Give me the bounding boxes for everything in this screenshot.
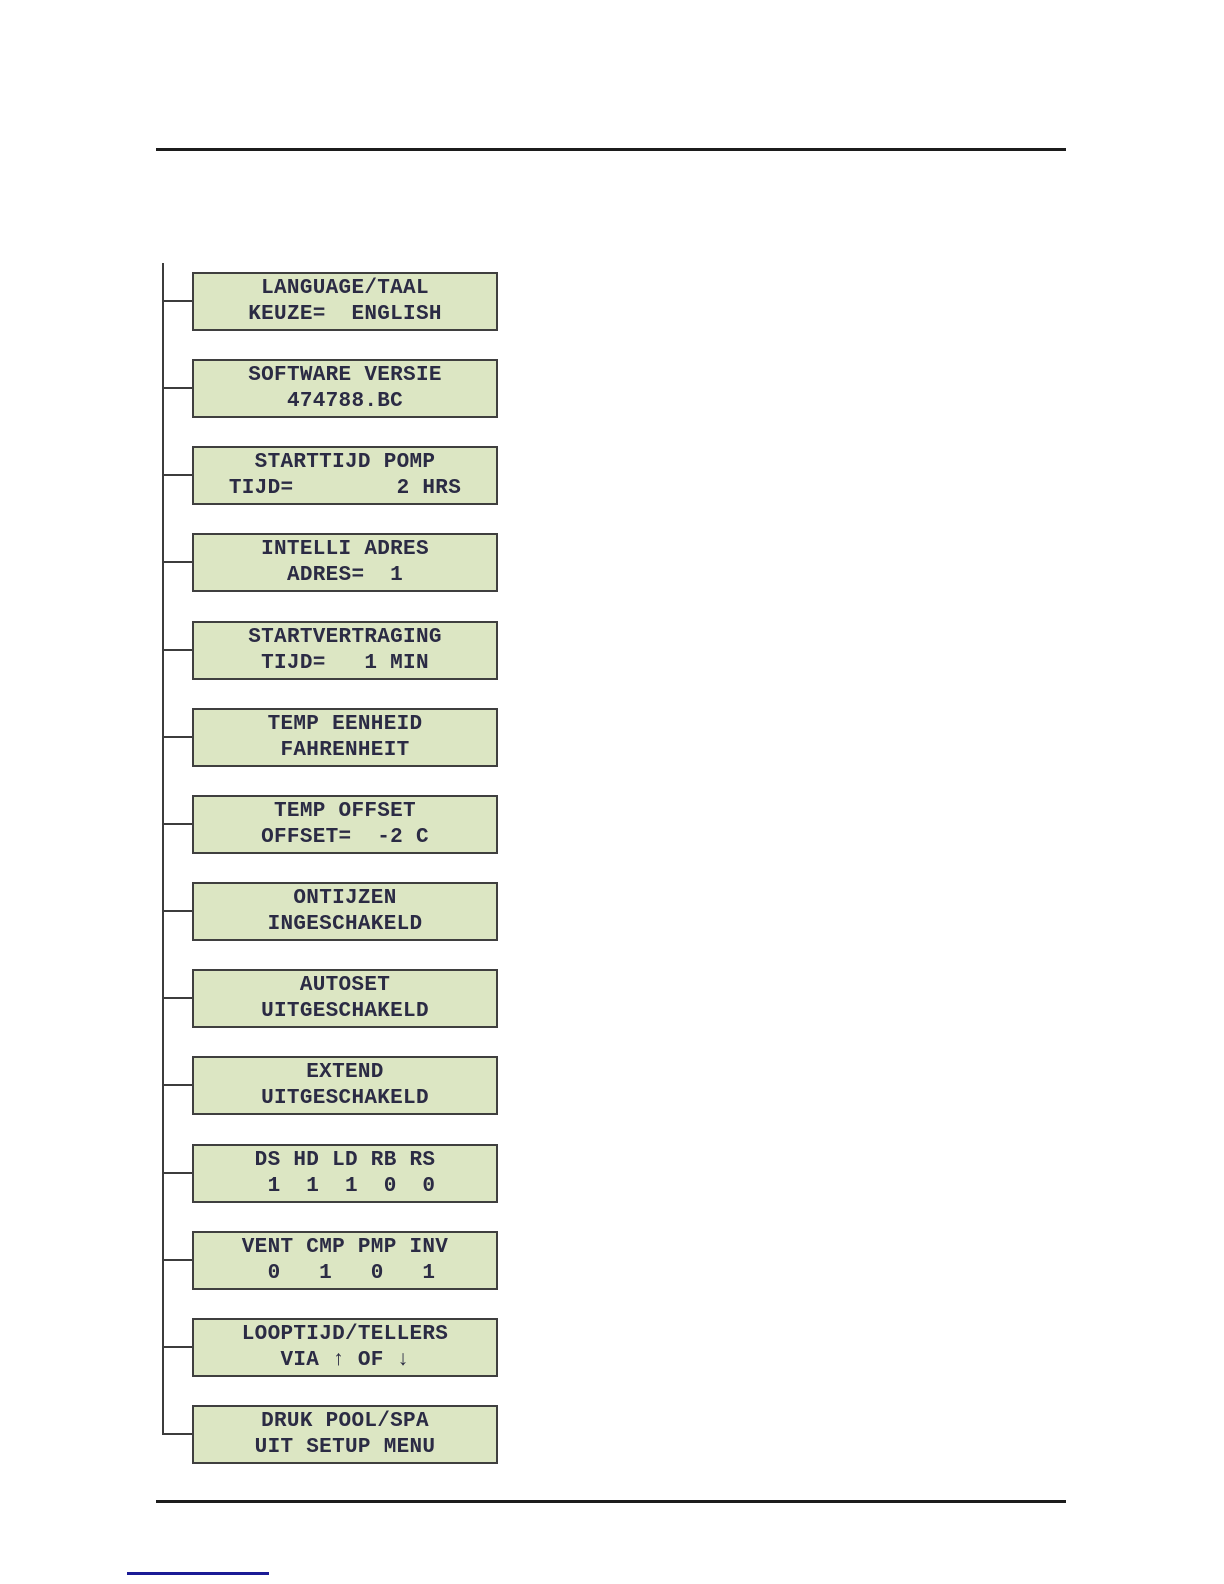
lcd-line-2: FAHRENHEIT <box>280 738 410 762</box>
lcd-line-1: LOOPTIJD/TELLERS <box>241 1322 449 1346</box>
lcd-line-1: SOFTWARE VERSIE <box>248 363 442 387</box>
lcd-line-2: TIJD= 2 HRS <box>228 476 462 500</box>
connector-trunk-line <box>162 263 164 1435</box>
lcd-line-2: INGESCHAKELD <box>267 912 423 936</box>
lcd-menu-screen-box: VENT CMP PMP INV 0 1 0 1 <box>192 1231 498 1290</box>
footer-link-underline[interactable] <box>127 1572 269 1575</box>
connector-stub <box>162 649 193 651</box>
bottom-horizontal-rule <box>156 1500 1066 1503</box>
connector-stub <box>162 1084 193 1086</box>
lcd-line-2: UITGESCHAKELD <box>261 1086 429 1110</box>
lcd-line-2: UIT SETUP MENU <box>254 1435 436 1459</box>
lcd-line-2: UITGESCHAKELD <box>261 999 429 1023</box>
connector-stub <box>162 823 193 825</box>
lcd-line-2: 474788.BC <box>286 389 404 413</box>
lcd-line-2: TIJD= 1 MIN <box>261 651 429 675</box>
connector-stub <box>162 474 193 476</box>
lcd-line-2: 0 1 0 1 <box>254 1261 436 1285</box>
connector-stub <box>162 1433 193 1435</box>
lcd-line-1: ONTIJZEN <box>293 886 397 910</box>
lcd-menu-screen-box: DS HD LD RB RS 1 1 1 0 0 <box>192 1144 498 1203</box>
lcd-line-2: 1 1 1 0 0 <box>254 1174 436 1198</box>
connector-stub <box>162 1172 193 1174</box>
lcd-line-1: STARTTIJD POMP <box>254 450 436 474</box>
lcd-line-1: INTELLI ADRES <box>261 537 429 561</box>
connector-stub <box>162 910 193 912</box>
connector-stub <box>162 300 193 302</box>
connector-stub <box>162 1346 193 1348</box>
lcd-line-1: TEMP EENHEID <box>267 712 423 736</box>
connector-stub <box>162 997 193 999</box>
top-horizontal-rule <box>156 148 1066 151</box>
lcd-line-2: ADRES= 1 <box>286 563 404 587</box>
lcd-line-1: LANGUAGE/TAAL <box>261 276 429 300</box>
lcd-line-1: TEMP OFFSET <box>274 799 416 823</box>
lcd-line-1: DS HD LD RB RS <box>254 1148 436 1172</box>
lcd-line-1: STARTVERTRAGING <box>248 625 442 649</box>
lcd-line-1: EXTEND <box>306 1060 384 1084</box>
connector-stub <box>162 736 193 738</box>
connector-stub <box>162 1259 193 1261</box>
lcd-line-2: KEUZE= ENGLISH <box>248 302 442 326</box>
lcd-line-1: DRUK POOL/SPA <box>261 1409 429 1433</box>
lcd-line-2: OFFSET= -2 C <box>261 825 429 849</box>
lcd-line-1: AUTOSET <box>299 973 391 997</box>
connector-stub <box>162 561 193 563</box>
lcd-line-2: VIA ↑ OF ↓ <box>280 1348 410 1372</box>
lcd-line-1: VENT CMP PMP INV <box>241 1235 449 1259</box>
connector-stub <box>162 387 193 389</box>
